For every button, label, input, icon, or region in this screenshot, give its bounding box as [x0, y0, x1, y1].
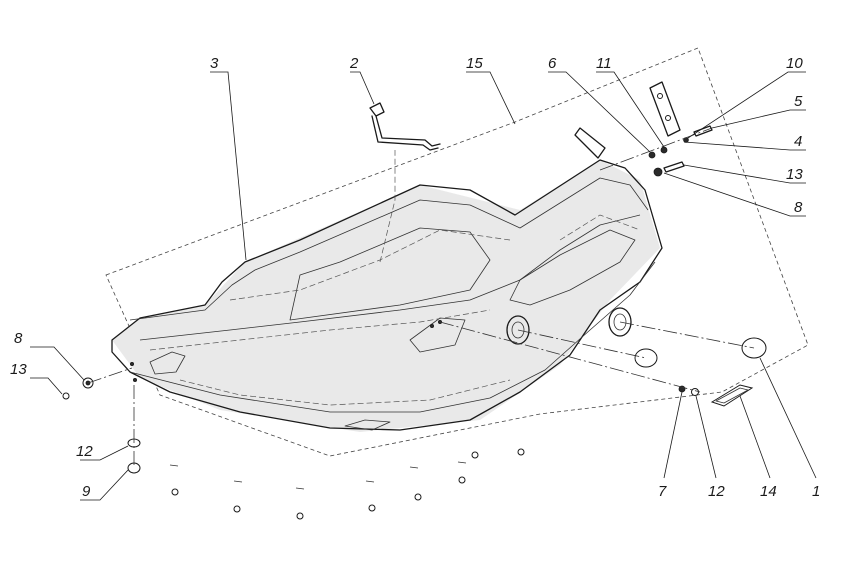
- callout-1: 1: [812, 483, 820, 500]
- callout-5: 5: [794, 93, 803, 110]
- callout-3: 3: [210, 55, 219, 72]
- callout-8-right: 8: [794, 199, 803, 216]
- fasteners-left: [62, 367, 141, 474]
- callout-7: 7: [658, 483, 667, 500]
- callout-13-right: 13: [786, 166, 803, 183]
- callout-12-right: 12: [708, 483, 725, 500]
- skid-plate: [111, 127, 663, 432]
- callout-9: 9: [82, 483, 91, 500]
- callout-labels: 3 2 15 6 11 10 5 4 13 8 8 13 12 9 7 12 1…: [10, 55, 820, 500]
- callout-2: 2: [349, 55, 359, 72]
- loose-clips: [169, 448, 525, 520]
- plugs-lower-right: [439, 321, 767, 407]
- callout-14: 14: [760, 483, 777, 500]
- callout-4: 4: [794, 133, 802, 150]
- callout-8-left: 8: [14, 330, 23, 347]
- callout-6: 6: [548, 55, 557, 72]
- callout-15: 15: [466, 55, 483, 72]
- hardware-top-right: [599, 81, 713, 177]
- leader-lines: [30, 71, 817, 501]
- callout-11: 11: [596, 55, 612, 72]
- callout-12-left: 12: [76, 443, 93, 460]
- bracket-part-2: [369, 102, 441, 151]
- callout-13-left: 13: [10, 361, 27, 378]
- callout-10: 10: [786, 55, 803, 72]
